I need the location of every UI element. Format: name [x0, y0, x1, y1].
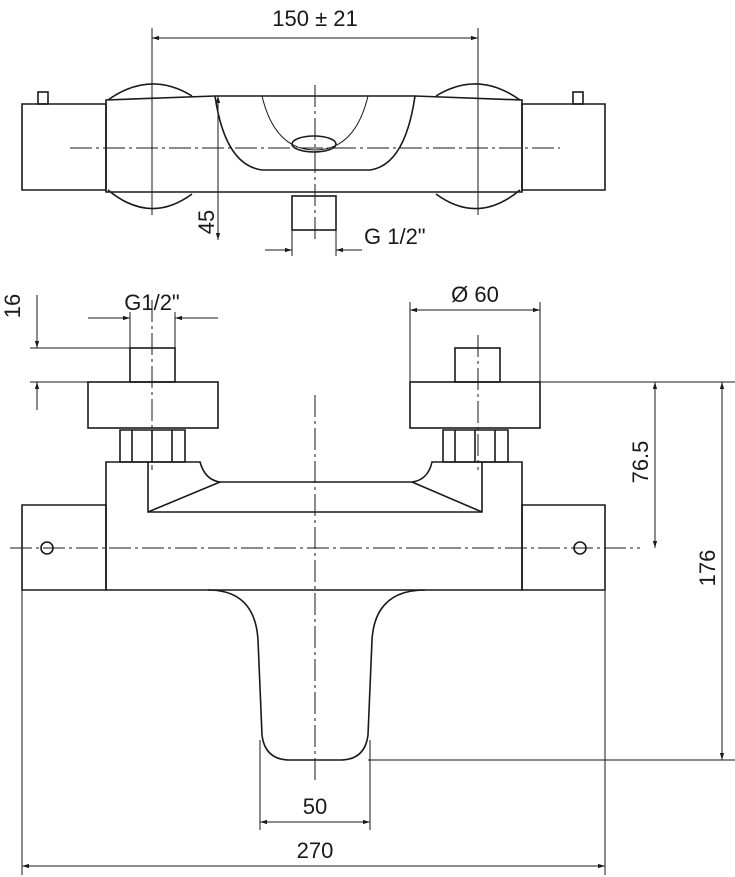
left-end-cap — [21, 103, 107, 191]
outlet-offset-label: 45 — [194, 210, 219, 234]
total-width-label: 270 — [297, 838, 334, 863]
inlet-axis-label: 76.5 — [628, 441, 653, 484]
left-cover-disc — [87, 381, 219, 429]
right-nut — [442, 429, 509, 463]
right-knob-top — [435, 83, 521, 101]
center-bulge — [214, 95, 416, 171]
top-view: 150 ± 21 45 G 1/2" — [21, 6, 606, 256]
left-pin — [37, 91, 49, 105]
width-dimension-label: 150 ± 21 — [272, 6, 357, 31]
left-end-cap — [21, 504, 107, 591]
right-pin — [572, 91, 584, 105]
right-end-cap — [521, 103, 606, 191]
spout-width-label: 50 — [303, 794, 327, 819]
total-height-label: 176 — [695, 550, 720, 587]
outlet-connector — [291, 195, 337, 231]
outlet-hole — [291, 135, 337, 153]
body-bridge — [147, 461, 483, 513]
left-knob-top — [107, 83, 193, 101]
outlet-housing — [261, 95, 369, 151]
inlet-depth-label: 16 — [0, 294, 25, 318]
spout — [207, 589, 426, 761]
body-top — [105, 95, 523, 193]
left-knob-bottom — [107, 189, 193, 210]
front-view: 16 G1/2" Ø 60 76.5 176 50 270 — [0, 282, 735, 875]
cover-diameter-label: Ø 60 — [451, 282, 499, 307]
outlet-thread-label: G 1/2" — [364, 224, 426, 249]
inlet-thread-label: G1/2" — [124, 290, 180, 315]
right-cover-disc — [409, 381, 541, 429]
right-knob-bottom — [435, 189, 521, 210]
